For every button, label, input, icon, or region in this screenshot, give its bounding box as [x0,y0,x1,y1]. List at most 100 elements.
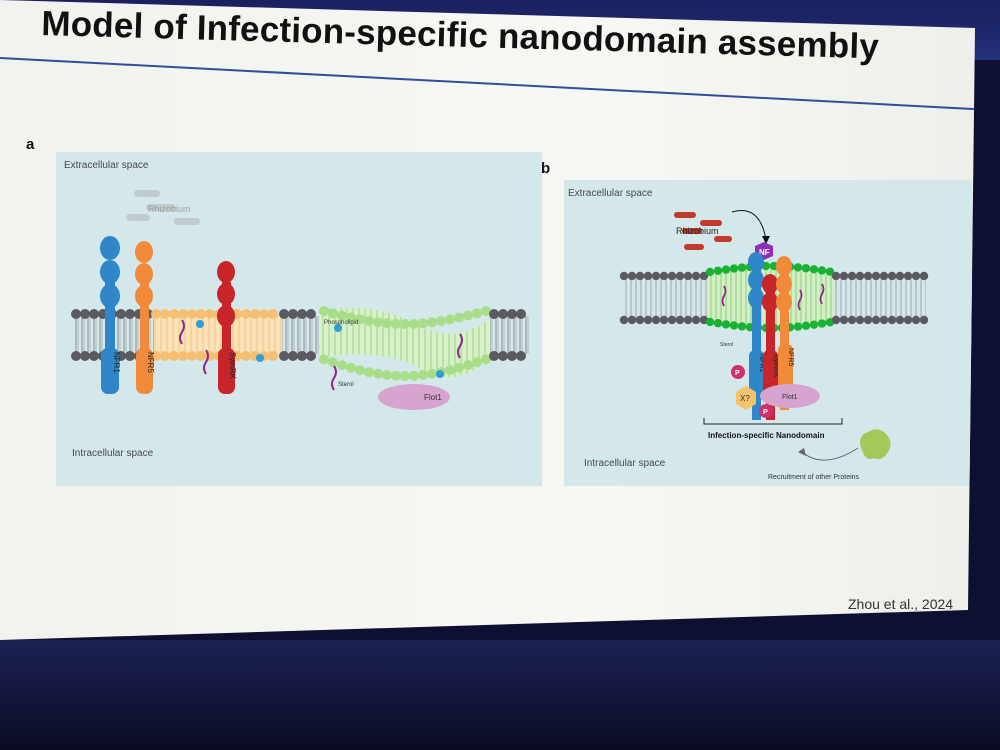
lipid-head [319,354,329,365]
lipid-head [498,309,508,319]
lipid-head [328,308,338,319]
lipid-head [911,315,921,325]
panel-a-flot1-shape [378,384,450,410]
lipid-head [472,308,482,319]
panel-b: Extracellular space Intracellular space … [564,180,972,486]
lipid-head [196,309,206,319]
panel-b-symrk-label: SymRK [772,354,779,378]
lipid-head [619,271,629,281]
panel-b-x-label: X? [740,394,750,403]
panel-a-phospholipid-label: Phospholipid [324,320,358,326]
lipid-head [675,271,685,281]
lipid-head [651,315,661,325]
panel-a-extracellular-label: Extracellular space [64,160,149,171]
lipid-head [178,351,188,361]
lipid-head [391,318,401,329]
lipid-head [817,266,827,275]
lipid-head [713,319,723,328]
lipid-head [895,315,905,325]
lipid-head [151,351,161,361]
lipid-head [489,309,499,319]
lipid-head [516,309,526,319]
lipid-head [116,309,126,319]
panel-b-phospho-1 [731,365,745,379]
lipid-head [871,271,881,281]
lipid-head [643,271,653,281]
lipid-head [839,315,849,325]
lipid-head [863,315,873,325]
lipid-head [919,271,929,281]
room-background-bottom [0,640,1000,750]
lipid-head [279,309,289,319]
panel-b-nanodomain-label: Infection-specific Nanodomain [708,431,825,440]
lipid-head [675,315,685,325]
lipid-head [769,261,779,271]
lipid-head [651,271,661,281]
lipid-head [89,309,99,319]
lipid-head [196,351,206,361]
lipid-head [801,264,811,273]
panel-b-nfr1-label: NFR1 [758,354,765,372]
lipid-head [160,351,170,361]
lipid-head [71,351,81,361]
panel-a-rhizobium-icon [126,190,200,225]
lipid-head [346,312,356,323]
lipid-head [328,357,338,368]
panel-b-letter: b [541,160,551,177]
lipid-head [288,351,298,361]
lipid-head [705,317,715,327]
lipid-head [268,309,278,319]
lipid-head [80,351,90,361]
lipid-head [498,351,508,361]
lipid-head [241,309,251,319]
lipid-head [160,309,170,319]
lipid-head [903,315,913,325]
panel-b-receptor-nfr5: NFR5 [776,256,794,410]
lipid-head [809,320,819,329]
panel-b-phospho-2-label: P [763,409,768,416]
lipid-head [279,351,289,361]
lipid-head [346,362,356,373]
lipid-head [903,271,913,281]
lipid-head [382,370,392,381]
lipid-head [418,318,428,329]
panel-a-lipid-heads [71,306,526,381]
panel-a-receptor-symrk: SymRK [217,261,237,394]
panel-a-diagram: Rhizobium [71,190,530,410]
lipid-head [445,365,455,376]
lipid-head [879,315,889,325]
lipid-head [125,351,135,361]
lipid-head [337,310,347,321]
lipid-head [691,315,701,325]
lipid-head [391,370,401,381]
lipid-head [169,309,179,319]
lipid-head [627,315,637,325]
lipid-head [205,309,215,319]
lipid-head [373,317,383,328]
lipid-head [306,351,316,361]
panel-b-sterols [721,283,825,311]
lipid-head [871,315,881,325]
lipid-head [516,351,526,361]
lipid-head [627,271,637,281]
lipid-head [463,310,473,321]
panel-b-diagram: Rhizobium NF [619,210,929,481]
lipid-head [683,271,693,281]
lipid-head [355,314,365,325]
lipid-head [721,265,731,274]
lipid-head [382,318,392,329]
lipid-head [507,309,517,319]
lipid-head [400,371,410,381]
panel-b-recruitment-label: Recruitment of other Proteins [768,474,860,481]
panel-a-receptor-nfr5: NFR5 [135,241,155,394]
lipid-head [80,309,90,319]
lipid-head [705,267,715,277]
panel-b-extracellular-label: Extracellular space [568,188,653,199]
panel-a-nfr1-label: NFR1 [112,352,121,373]
panel-b-sterol-label: Sterol [720,342,733,348]
panel-b-nfr5-label: NFR5 [787,348,794,366]
panel-a-symrk-label: SymRK [228,352,237,380]
lipid-head [729,264,739,273]
lipid-head [635,315,645,325]
